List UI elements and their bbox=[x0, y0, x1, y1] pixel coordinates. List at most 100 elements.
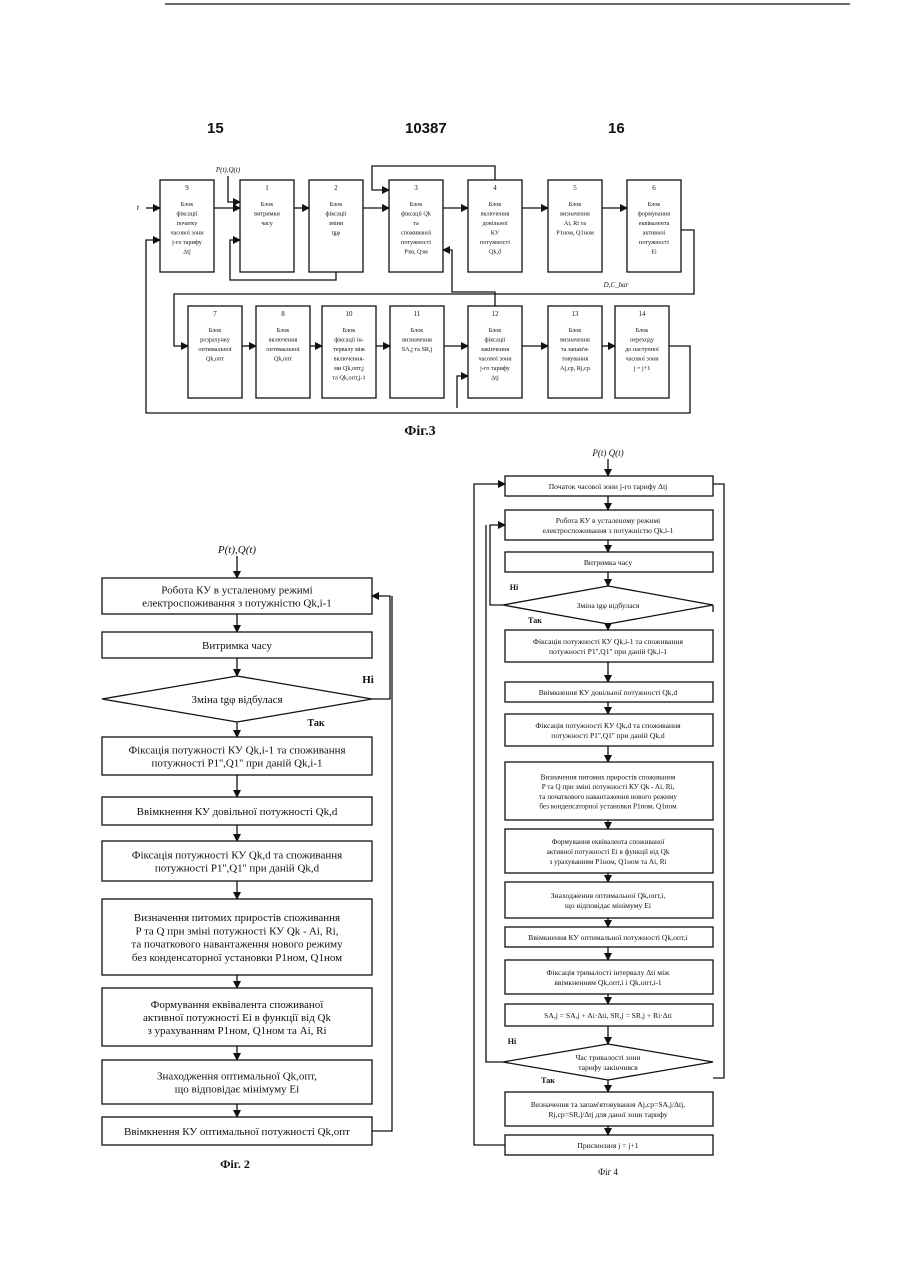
fig2-step-text: електроспоживання з потужністю Qk,i-1 bbox=[142, 598, 332, 610]
fig4-step-text: Фіксація потужності КУ Qk,i-1 та спожива… bbox=[533, 637, 683, 646]
fig3-block-number: 2 bbox=[334, 184, 338, 192]
fig3-block-label-line: та Qk,опт,j-1 bbox=[332, 375, 365, 382]
fig3-block-label-line: активної bbox=[643, 230, 666, 237]
fig3-block-number: 4 bbox=[493, 184, 497, 192]
fig3-block-number: 12 bbox=[492, 310, 500, 318]
fig2-return-line bbox=[372, 596, 392, 1131]
fig4-step-text: потужності P1'',Q1'' при даній Qk,d bbox=[551, 731, 665, 740]
fig4-step-text: Витримка часу bbox=[584, 558, 633, 567]
fig4-step-text: P та Q при зміні потужності КУ Qk - Ai, … bbox=[542, 783, 675, 791]
fig4-no-label: Ні bbox=[508, 1037, 517, 1046]
fig2-yes-label: Так bbox=[307, 718, 324, 729]
fig3-block-label-line: tgφ bbox=[332, 230, 341, 237]
fig3-block-label-line: Блок bbox=[277, 327, 291, 334]
fig4-step-text: Зміна tgφ відбулася bbox=[577, 601, 640, 610]
fig3-block-label-line: Блок bbox=[648, 201, 662, 208]
fig2-no-loop-arrow bbox=[372, 596, 390, 699]
fig3-block-label-line: визначення bbox=[402, 337, 432, 344]
fig4-step-text: Визначення питомих приростів споживання bbox=[541, 773, 676, 781]
fig3-block-label-line: потужності bbox=[639, 239, 669, 246]
fig2-step-text: та початкового навантаження нового режим… bbox=[131, 939, 343, 951]
fig3-block-label-line: оптимальної bbox=[198, 346, 231, 353]
fig3-block-label-line: Блок bbox=[569, 327, 583, 334]
fig3-block-label-line: Ai, Ri та bbox=[564, 220, 586, 227]
fig3-block-label-line: до наступної bbox=[625, 346, 659, 353]
fig3-block-label-line: Ei bbox=[651, 249, 657, 256]
fig3-block-label-line: Блок bbox=[410, 201, 424, 208]
fig3-block-label-line: Блок bbox=[261, 201, 275, 208]
fig2-step-text: Ввімкнення КУ довільної потужності Qk,d bbox=[137, 806, 338, 818]
fig2-step-text: Робота КУ в усталеному режимі bbox=[161, 584, 312, 596]
fig3-block-label-line: включення bbox=[481, 211, 510, 218]
fig2-step-text: потужності P1'',Q1'' при даній Qk,i-1 bbox=[152, 758, 323, 770]
fig3-block-label-line: початку bbox=[177, 220, 199, 227]
fig4-step-text: Ввімкнення КУ оптимальної потужності Qk,… bbox=[528, 933, 687, 942]
fig3-block-label-line: ми Qk,опт,j bbox=[334, 365, 364, 372]
fig3-block-label-line: довільної bbox=[483, 220, 508, 227]
fig3-block-label-line: фіксації bbox=[485, 337, 506, 344]
fig4-step-text: Знаходження оптимальної Qk,опт,i, bbox=[551, 891, 666, 900]
fig4-yes-label: Так bbox=[541, 1076, 555, 1085]
fig4-step-text: тарифу закінчився bbox=[578, 1063, 638, 1072]
fig3-block-label-line: закінчення bbox=[481, 346, 510, 353]
fig3-block-label-line: P1ном, Q1ном bbox=[556, 230, 594, 237]
fig3-block-label-line: j-го тарифу bbox=[171, 239, 203, 246]
fig3-block-label-line: розрахунку bbox=[200, 337, 231, 344]
fig3-block-label-line: визначення bbox=[560, 337, 590, 344]
fig3-block-label-line: та запам'я- bbox=[561, 346, 589, 353]
fig3-block-label-line: часової зони bbox=[478, 356, 512, 363]
fig2-step-text: активної потужності Ei в функції від Qk bbox=[143, 1012, 332, 1024]
fig3-block-label-line: часової зони bbox=[625, 356, 659, 363]
fig2-step-text: Визначення питомих приростів споживання bbox=[134, 912, 340, 924]
fig3-t-label: t bbox=[137, 203, 140, 212]
fig4-step-text: ввімкненням Qk,опт,i і Qk,опт,i-1 bbox=[554, 978, 662, 987]
fig4-step-text: SA,j = SA,j + Ai·Δti, SR,j = SR,j + Ri·Δ… bbox=[544, 1011, 672, 1020]
fig3-block-number: 5 bbox=[573, 184, 577, 192]
fig3-block-label-line: Pзм, Qзм bbox=[404, 249, 428, 256]
fig3-block-label-line: Блок bbox=[489, 327, 503, 334]
fig3-block-label-line: потужності bbox=[401, 239, 431, 246]
fig3-block-label-line: Блок bbox=[343, 327, 357, 334]
fig3-block-label-line: товування bbox=[562, 356, 589, 363]
fig4-right-line bbox=[713, 484, 724, 1078]
fig3-block-label-line: переходу bbox=[630, 337, 655, 344]
fig3-block-label-line: споживаної bbox=[401, 230, 432, 237]
fig4-yes-label: Так bbox=[528, 616, 542, 625]
fig2-step-text: Формування еквівалента споживаної bbox=[151, 999, 325, 1011]
fig3-block-label-line: Блок bbox=[330, 201, 344, 208]
fig3-block-label-line: j-го тарифу bbox=[479, 365, 511, 372]
fig3-block-label-line: формування bbox=[638, 211, 670, 218]
fig3-block-label-line: часу bbox=[261, 220, 274, 227]
fig4-step-text: Робота КУ в усталеному режимі bbox=[556, 516, 661, 525]
fig3-block-label-line: тервалу між bbox=[333, 346, 366, 353]
fig3-block-label-line: Qk,опт bbox=[274, 356, 293, 363]
fig3-block-label-line: Qk,d bbox=[489, 249, 502, 256]
fig3-block-label-line: потужності bbox=[480, 239, 510, 246]
fig3-block-label-line: включення- bbox=[334, 356, 365, 363]
fig3-input-label: P(t),Q(t) bbox=[215, 166, 241, 174]
fig3-block-number: 9 bbox=[185, 184, 189, 192]
fig3-block-label-line: оптимальної bbox=[266, 346, 299, 353]
fig2-step-text: Зміна tgφ відбулася bbox=[191, 694, 282, 706]
fig3-block-number: 8 bbox=[281, 310, 285, 318]
fig3-block-label-line: Блок bbox=[411, 327, 425, 334]
fig4-step-text: потужності P1'',Q1'' при даній Qk,i-1 bbox=[549, 647, 667, 656]
fig2-step-text: Фіксація потужності КУ Qk,i-1 та спожива… bbox=[128, 744, 345, 756]
fig2-step-text: P та Q при зміні потужності КУ Qk - Ai, … bbox=[136, 925, 339, 937]
fig3-block-label-line: Qk,опт bbox=[206, 356, 225, 363]
fig2-no-label: Ні bbox=[362, 674, 374, 686]
fig2-step-text: з урахуванням P1ном, Q1ном та Ai, Ri bbox=[147, 1025, 326, 1037]
fig3-block-number: 3 bbox=[414, 184, 418, 192]
fig4-step-text: Присвоєння j = j+1 bbox=[577, 1141, 638, 1150]
fig3-block-label-line: фіксації bbox=[326, 211, 347, 218]
fig2-step-text: Витримка часу bbox=[202, 640, 272, 652]
fig4-step-text: без конденсаторної установки P1ном, Q1но… bbox=[539, 803, 677, 811]
fig4-step-text: Rj,ср=SR,j/Δtj для даної зони тарифу bbox=[548, 1110, 667, 1119]
fig4-no-label: Ні bbox=[510, 583, 519, 592]
fig4-step-text: Формування еквівалента споживаної bbox=[552, 838, 665, 846]
fig3-dc-label: D,C_bar bbox=[603, 281, 629, 289]
fig2-step-text: Фіксація потужності КУ Qk,d та споживанн… bbox=[132, 849, 342, 861]
fig4-no-loop-arrow bbox=[490, 525, 505, 605]
